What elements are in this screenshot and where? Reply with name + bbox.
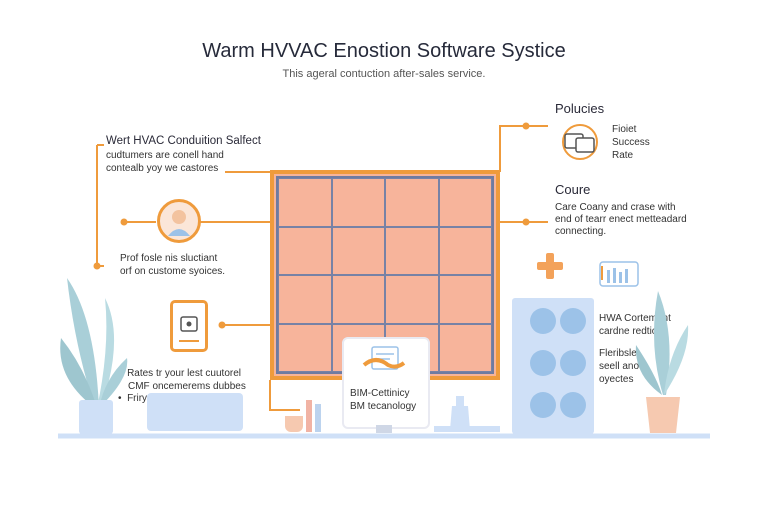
grid-cell — [438, 323, 492, 372]
grid-cell — [278, 275, 332, 324]
right-mid-line-2: end of tearr enect metteadard — [555, 214, 687, 225]
fan-icon — [560, 350, 586, 376]
tablet-icon — [170, 300, 208, 352]
handshake-icon — [362, 346, 406, 370]
fan-icon — [530, 308, 556, 334]
left-bottom-item-2: CMF oncemerems dubbes — [128, 381, 246, 392]
left-top-line-1: cudtumers are conell hand — [106, 150, 224, 161]
right-bottom-line-2: cardne redtions — [599, 326, 668, 337]
bim-card: BIM-Cettinicy BM tecanology — [342, 337, 430, 429]
left-mid-line-1: Prof fosle nis sluctiant — [120, 253, 218, 264]
tablets-icon — [560, 124, 600, 160]
plus-icon — [537, 253, 563, 279]
left-top-line-2: contealb yoy we castores — [106, 163, 219, 174]
grid-cell — [385, 275, 439, 324]
page-subtitle: This ageral contuction after-sales servi… — [282, 68, 486, 80]
grid-cell — [331, 226, 385, 275]
plant-right-icon — [635, 291, 689, 433]
fan-icon — [560, 392, 586, 418]
grid-cell — [278, 323, 332, 372]
bottle-icon — [306, 400, 312, 432]
left-top-heading: Wert HVAC Conduition Salfect — [106, 135, 261, 147]
fan-icon — [530, 350, 556, 376]
grid-cell — [385, 226, 439, 275]
right-bottom-line-4: seell ano — [599, 361, 640, 372]
grid-cell — [331, 275, 385, 324]
right-bottom-line-3: Fleribsle — [599, 348, 637, 359]
fan-icon — [560, 308, 586, 334]
right-top-line-1: Fioiet — [612, 124, 637, 135]
right-mid-line-3: connecting. — [555, 226, 607, 237]
right-bottom-line-1: HWA Cortement — [599, 313, 671, 324]
right-bottom-line-5: oyectes — [599, 374, 634, 385]
right-top-line-3: Rate — [612, 150, 634, 161]
cup-icon — [285, 416, 303, 432]
sofa-icon — [147, 393, 243, 431]
grid-cell — [278, 226, 332, 275]
right-top-heading: Polucies — [555, 101, 605, 116]
card-stand — [376, 425, 392, 433]
bim-line-1: BIM-Cettinicy — [350, 388, 410, 399]
bar-chart-icon — [598, 260, 640, 288]
bim-line-2: BM tecanology — [350, 401, 417, 412]
grid-cell — [438, 226, 492, 275]
right-top-line-2: Success — [612, 137, 650, 148]
hvac-unit — [512, 298, 594, 434]
page-title: Warm HVVAC Enostion Software Systice — [202, 40, 566, 62]
vase-icon — [434, 396, 500, 432]
left-bottom-item-1: • Rates tr your lest cuutorel — [118, 368, 241, 379]
plant-left-icon — [60, 278, 128, 434]
fan-icon — [530, 392, 556, 418]
left-mid-line-2: orf on custome syoices. — [120, 266, 226, 277]
right-mid-heading: Coure — [555, 182, 591, 197]
grid-cell — [331, 178, 385, 227]
grid-cell — [438, 275, 492, 324]
grid-cell — [385, 178, 439, 227]
grid-cell — [278, 178, 332, 227]
right-mid-line-1: Care Coany and crase with — [555, 202, 676, 213]
grid-cell — [438, 178, 492, 227]
bottle-icon — [315, 404, 321, 432]
avatar-icon — [157, 199, 201, 243]
